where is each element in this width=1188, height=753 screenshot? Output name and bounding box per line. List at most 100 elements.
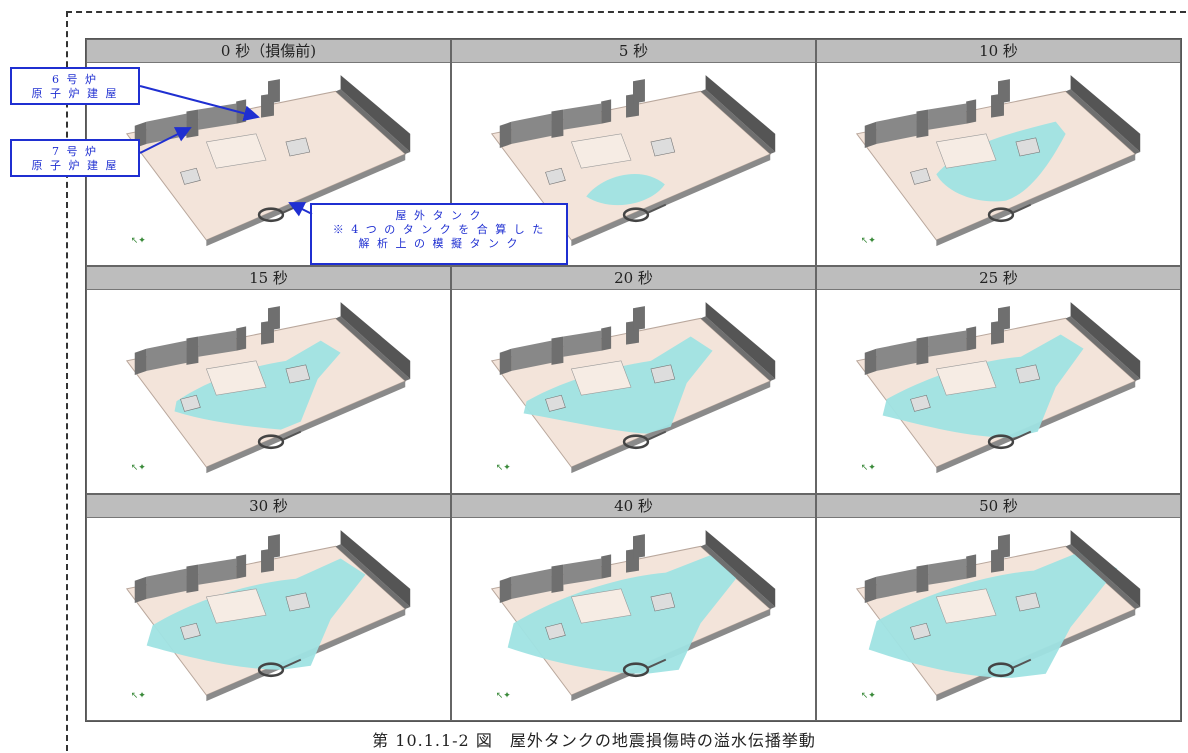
reactor-building-wall xyxy=(134,576,147,603)
callout-line: 解 析 上 の 模 擬 タ ン ク xyxy=(358,237,520,250)
reactor-building-wall xyxy=(916,109,929,138)
ground-slab-edge xyxy=(206,381,406,474)
small-building xyxy=(650,137,676,157)
reactor-building-wall xyxy=(998,306,1010,331)
retaining-wall xyxy=(700,316,776,382)
retaining-wall xyxy=(1070,75,1141,153)
reactor-building-wall xyxy=(928,558,967,585)
panel-5: 25 秒 ↖✦ xyxy=(816,266,1181,494)
reactor-building-wall xyxy=(551,109,564,138)
reactor-building-wall xyxy=(876,340,917,372)
retaining-wall xyxy=(340,529,411,607)
axis-triad-icon: ↖✦ xyxy=(131,691,146,701)
small-building xyxy=(650,364,676,384)
small-building xyxy=(1015,137,1041,157)
callout-line: ※ 4 つ の タ ン ク を 合 算 し た xyxy=(332,223,546,236)
reactor-building-wall xyxy=(916,336,929,366)
panel-time-label: 30 秒 xyxy=(87,494,450,518)
unit6-reactor-building-callout: 6 号 炉 原 子 炉 建 屋 xyxy=(10,67,140,105)
reactor-building-wall xyxy=(146,340,187,372)
reactor-building-wall xyxy=(511,340,552,372)
site-model-view: ↖✦ xyxy=(817,290,1180,492)
flood-water xyxy=(586,173,665,206)
reactor-building-wall xyxy=(864,121,877,148)
retaining-wall xyxy=(705,75,776,153)
small-building xyxy=(650,592,676,612)
turbine-block xyxy=(570,588,632,624)
small-building xyxy=(180,395,201,413)
retaining-wall xyxy=(340,302,411,380)
reactor-building-wall xyxy=(198,330,237,358)
callout-line: 6 号 炉 xyxy=(52,73,98,86)
small-building xyxy=(1015,592,1041,612)
outdoor-tank xyxy=(987,434,1015,450)
outdoor-tank-callout: 屋 外 タ ン ク ※ 4 つ の タ ン ク を 合 算 し た 解 析 上 … xyxy=(310,203,568,265)
panel-4: 20 秒 ↖✦ xyxy=(451,266,816,494)
turbine-block xyxy=(935,360,997,396)
reactor-building-wall xyxy=(236,554,247,579)
retaining-wall xyxy=(705,302,776,380)
panel-time-label: 40 秒 xyxy=(452,494,815,518)
reactor-building-wall xyxy=(876,568,917,599)
reactor-building-wall xyxy=(601,554,612,579)
reactor-building-wall xyxy=(966,554,977,579)
tank-pipe xyxy=(647,203,667,214)
small-building xyxy=(910,167,931,185)
reactor-building-wall xyxy=(601,326,612,352)
reactor-building-wall xyxy=(876,113,917,144)
reactor-building-wall xyxy=(499,121,512,148)
outdoor-tank xyxy=(622,434,650,450)
small-building xyxy=(180,167,201,185)
axis-triad-icon: ↖✦ xyxy=(131,463,146,473)
panel-2: 10 秒 ↖✦ xyxy=(816,39,1181,267)
panel-time-label: 25 秒 xyxy=(817,267,1180,291)
tank-pipe xyxy=(1012,431,1032,441)
small-building xyxy=(285,364,311,384)
reactor-building-wall xyxy=(563,330,602,358)
retaining-wall xyxy=(700,543,776,609)
reactor-building-wall xyxy=(134,349,147,376)
turbine-block xyxy=(205,360,267,396)
retaining-wall xyxy=(1065,316,1141,382)
small-building xyxy=(910,395,931,413)
reactor-building-wall xyxy=(186,109,199,138)
reactor-building-wall xyxy=(551,336,564,366)
retaining-wall xyxy=(1065,543,1141,609)
retaining-wall xyxy=(335,543,411,609)
tank-pipe xyxy=(647,658,667,669)
tank-pipe xyxy=(647,431,667,441)
panel-8: 50 秒 ↖✦ xyxy=(816,493,1181,721)
reactor-building-wall xyxy=(236,99,247,124)
retaining-wall xyxy=(705,529,776,607)
site-model-view: ↖✦ xyxy=(87,63,450,265)
flood-sequence-grid: 0 秒（損傷前) ↖✦ 5 秒 xyxy=(85,38,1182,722)
reactor-building-wall xyxy=(864,349,877,376)
retaining-wall xyxy=(1070,529,1141,607)
tank-pipe xyxy=(1012,203,1032,214)
site-model-view: ↖✦ xyxy=(452,63,815,265)
outdoor-tank xyxy=(257,434,285,450)
small-building xyxy=(285,592,311,612)
turbine-block xyxy=(570,133,632,169)
reactor-building-wall xyxy=(563,103,602,130)
ground-slab-edge xyxy=(206,154,406,247)
reactor-building-wall xyxy=(236,326,247,352)
reactor-building-wall xyxy=(998,533,1010,559)
reactor-building-wall xyxy=(998,79,1010,104)
small-building xyxy=(545,622,566,640)
reactor-building-wall xyxy=(916,564,929,593)
retaining-wall xyxy=(1065,89,1141,155)
reactor-building-wall xyxy=(186,336,199,366)
reactor-building-wall xyxy=(928,103,967,130)
outdoor-tank xyxy=(257,207,285,223)
small-building xyxy=(1015,364,1041,384)
turbine-block xyxy=(935,588,997,624)
reactor-building-wall xyxy=(864,576,877,603)
callout-line: 屋 外 タ ン ク xyxy=(395,209,483,222)
small-building xyxy=(285,137,311,157)
ground-slab-edge xyxy=(936,154,1136,247)
panel-time-label: 50 秒 xyxy=(817,494,1180,518)
small-building xyxy=(545,167,566,185)
site-model-view: ↖✦ xyxy=(452,290,815,492)
reactor-building-wall xyxy=(601,99,612,124)
